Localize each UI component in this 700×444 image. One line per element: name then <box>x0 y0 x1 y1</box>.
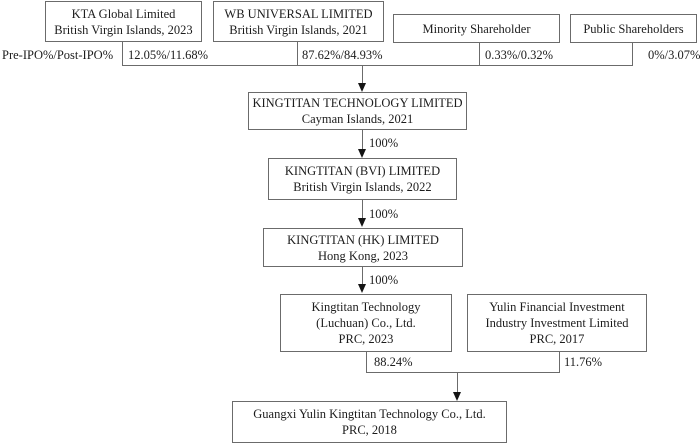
node-subtitle: PRC, 2023 <box>338 332 394 346</box>
connector-luchuan-stub <box>366 352 367 373</box>
node-title: Guangxi Yulin Kingtitan Technology Co., … <box>253 407 486 421</box>
node-title: KTA Global Limited <box>71 6 176 21</box>
node-title: Minority Shareholder <box>422 21 531 36</box>
node-title: Industry Investment Limited <box>485 316 629 330</box>
public-percentage-label: 0%/3.07% <box>648 48 700 62</box>
kta-percentage-label: 12.05%/11.68% <box>128 48 209 62</box>
arrow-down-icon <box>358 83 366 92</box>
node-kingtitan-technology: KINGTITAN TECHNOLOGY LIMITED Cayman Isla… <box>248 92 467 130</box>
node-subtitle: Cayman Islands, 2021 <box>301 112 414 126</box>
stake-label-yulin: 11.76% <box>564 355 603 369</box>
node-subtitle: PRC, 2017 <box>529 332 585 346</box>
connector-wb-stub <box>297 42 298 65</box>
node-wb-universal: WB UNIVERSAL LIMITED British Virgin Isla… <box>213 1 384 42</box>
arrow-down-icon <box>358 284 366 293</box>
node-subtitle: Hong Kong, 2023 <box>318 248 408 263</box>
node-title: (Luchuan) Co., Ltd. <box>316 316 416 330</box>
arrow-down-icon <box>453 392 461 401</box>
node-public-shareholders: Public Shareholders <box>570 14 697 43</box>
connector-minority-stub <box>479 43 480 65</box>
connector-to-cayman <box>362 65 363 84</box>
node-subtitle: British Virgin Islands, 2021 <box>229 22 368 37</box>
connector-bottom-rail <box>366 372 560 373</box>
connector-bvi-hk <box>362 200 363 219</box>
minority-percentage-label: 0.33%/0.32% <box>485 48 554 62</box>
connector-public-stub <box>632 43 633 65</box>
ownership-label-hk: 100% <box>369 207 399 221</box>
arrow-down-icon <box>358 149 366 158</box>
node-kingtitan-hk: KINGTITAN (HK) LIMITED Hong Kong, 2023 <box>263 228 463 267</box>
node-title: Yulin Financial Investment <box>489 300 625 314</box>
node-kingtitan-luchuan: Kingtitan Technology (Luchuan) Co., Ltd.… <box>280 294 452 352</box>
connector-yulin-stub <box>559 352 560 373</box>
node-subtitle: British Virgin Islands, 2022 <box>293 180 432 194</box>
node-title: KINGTITAN (BVI) LIMITED <box>284 164 441 178</box>
node-title: KINGTITAN (HK) LIMITED <box>287 232 439 247</box>
node-title: Public Shareholders <box>583 21 684 36</box>
connector-top-rail <box>122 65 633 66</box>
node-minority-shareholder: Minority Shareholder <box>393 14 560 43</box>
node-subtitle: British Virgin Islands, 2023 <box>54 22 193 37</box>
pre-post-ipo-label: Pre-IPO%/Post-IPO% <box>2 48 114 62</box>
node-guangxi-yulin-kingtitan: Guangxi Yulin Kingtitan Technology Co., … <box>232 401 507 443</box>
node-subtitle: PRC, 2018 <box>342 423 397 437</box>
connector-to-guangxi <box>457 372 458 393</box>
stake-label-luchuan: 88.24% <box>374 355 413 369</box>
node-kingtitan-bvi: KINGTITAN (BVI) LIMITED British Virgin I… <box>268 158 457 200</box>
connector-cayman-bvi <box>362 130 363 150</box>
wb-percentage-label: 87.62%/84.93% <box>302 48 383 62</box>
node-title: KINGTITAN TECHNOLOGY LIMITED <box>252 96 463 110</box>
node-yulin-financial: Yulin Financial Investment Industry Inve… <box>467 294 647 352</box>
connector-kta-stub <box>122 42 123 65</box>
node-title: Kingtitan Technology <box>311 300 421 314</box>
node-title: WB UNIVERSAL LIMITED <box>224 6 373 21</box>
node-kta-global: KTA Global Limited British Virgin Island… <box>45 1 202 42</box>
arrow-down-icon <box>358 218 366 227</box>
ownership-label-luchuan: 100% <box>369 273 399 287</box>
ownership-label-bvi: 100% <box>369 136 399 150</box>
connector-hk-luchuan <box>362 267 363 285</box>
